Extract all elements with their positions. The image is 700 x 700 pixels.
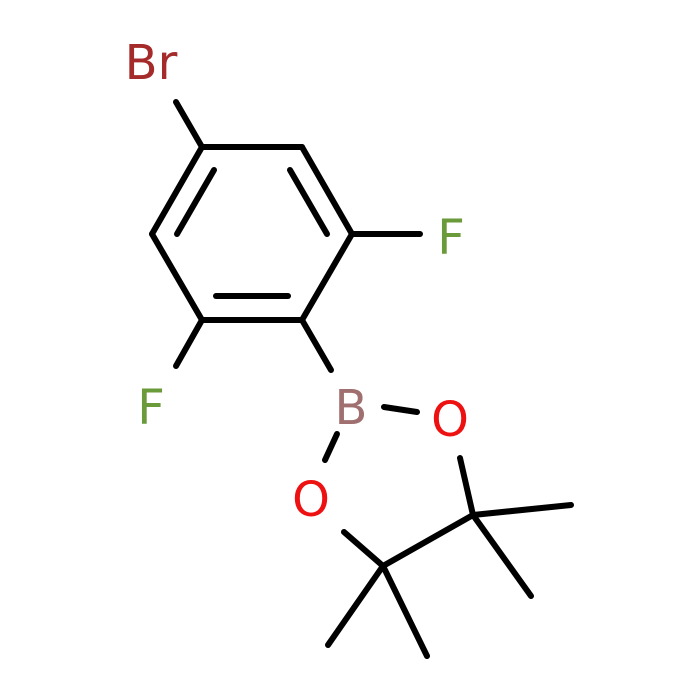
bond-c2-c3: [299, 144, 355, 237]
double-bond-inner-c2-c3: [287, 167, 330, 237]
bond-c6-c1: [149, 144, 205, 237]
atom-labels: Br F F B O O: [125, 35, 469, 528]
bond-c4-b: [299, 317, 334, 373]
bond-methyl-3: [325, 563, 386, 648]
bond-methyl-1: [470, 502, 574, 518]
atom-o-left-label: O: [292, 472, 330, 528]
bond-c3-c4: [299, 231, 355, 323]
atom-o-right-label: O: [431, 392, 469, 448]
double-bond-inner-c6-c1: [174, 167, 217, 237]
bond-methyl-2: [470, 512, 534, 599]
bond-methyl-4: [380, 563, 430, 659]
atom-br-label: Br: [125, 35, 178, 91]
bond-c1-br: [173, 99, 205, 150]
bond-c5-f: [173, 317, 205, 369]
methyl-bonds: [325, 502, 574, 659]
bond-o-right-c: [457, 455, 476, 518]
substituent-bonds: [173, 99, 423, 373]
atom-f-right-label: F: [437, 210, 465, 266]
dioxaborolane-ring: [322, 404, 476, 569]
bond-c-o-left: [341, 529, 386, 569]
bond-c-c: [380, 512, 476, 569]
atom-f-left-label: F: [137, 380, 165, 436]
atom-b-label: B: [335, 380, 368, 436]
benzene-ring: [149, 144, 355, 323]
bond-o-left-b: [322, 431, 340, 463]
bond-b-o-right: [381, 404, 420, 415]
bond-c5-c6: [149, 231, 205, 323]
